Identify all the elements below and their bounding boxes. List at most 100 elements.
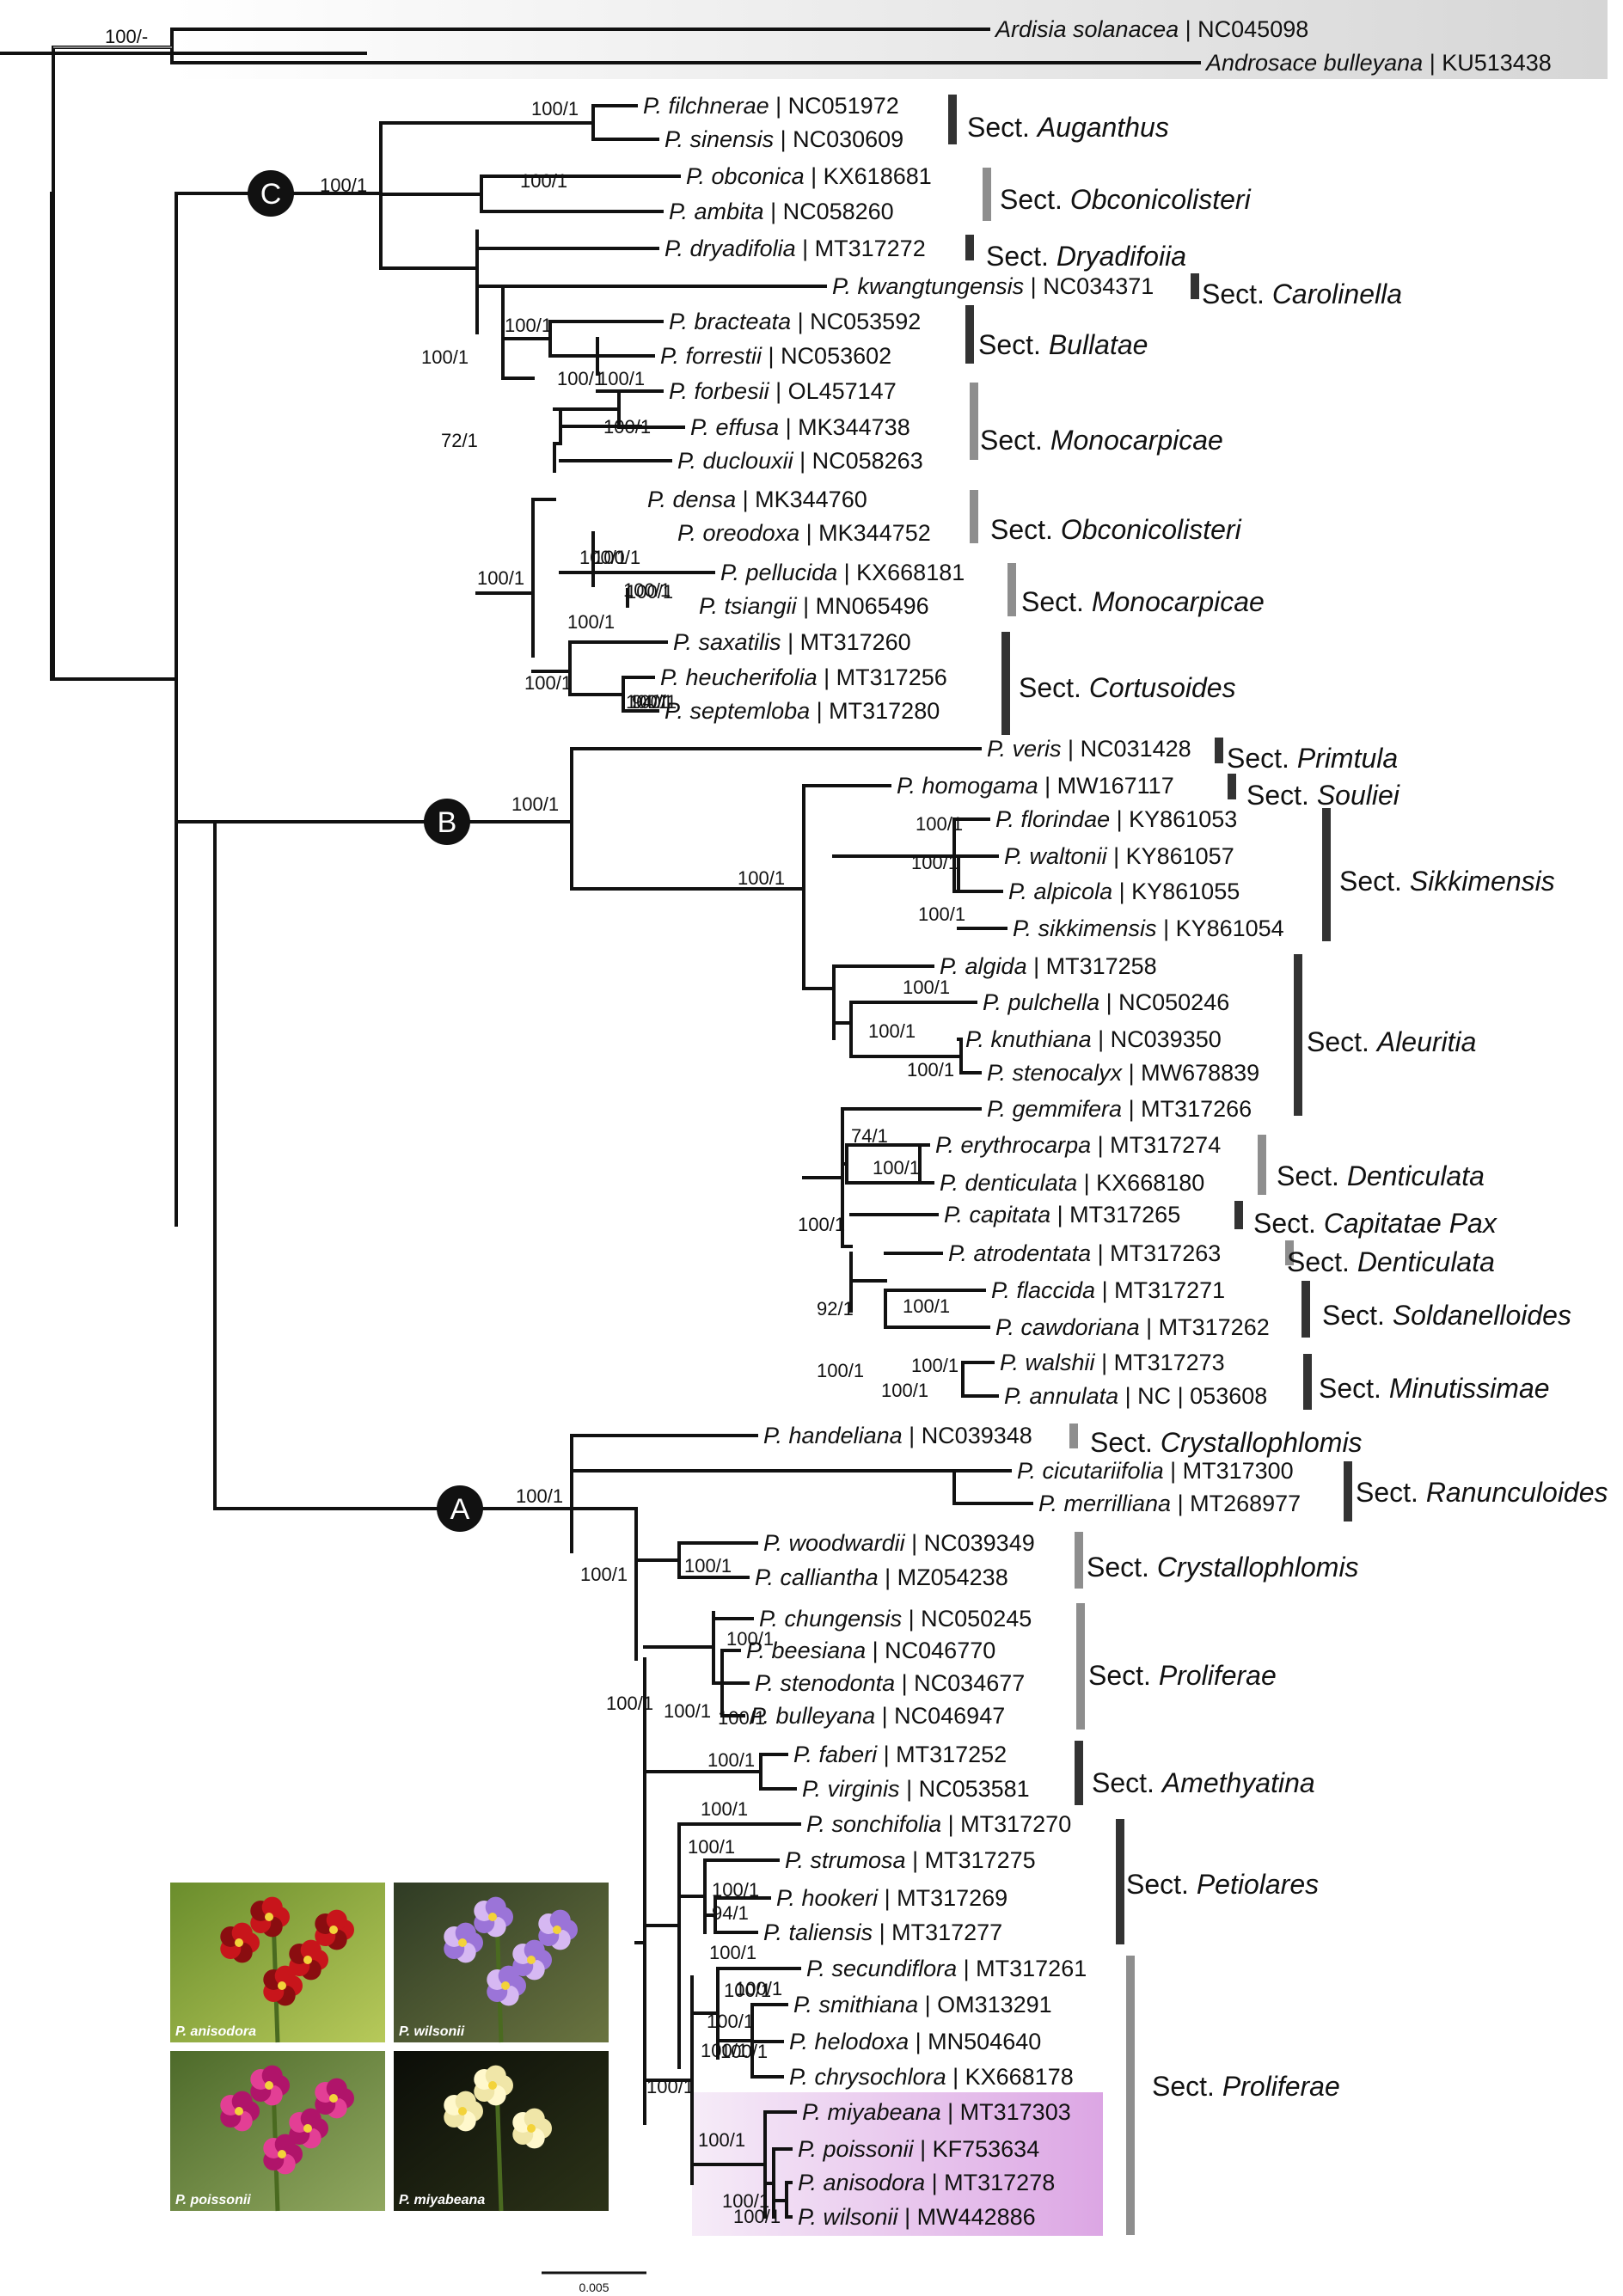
tip-label: P. denticulata | KX668180 — [940, 1170, 1204, 1196]
accession-number: | MT317256 — [818, 664, 947, 690]
section-bar — [983, 168, 991, 221]
section-prefix: Sect. — [1322, 1300, 1393, 1331]
section-prefix: Sect. — [978, 329, 1049, 360]
species-name: P. effusa — [690, 414, 779, 440]
clade-letter: C — [260, 178, 282, 211]
species-name: P. denticulata — [940, 1170, 1077, 1196]
accession-number: | MT317274 — [1091, 1132, 1221, 1158]
species-name: P. septemloba — [665, 698, 810, 724]
tip-label: P. dryadifolia | MT317272 — [665, 236, 926, 261]
clade-letter: A — [450, 1493, 470, 1526]
section-bar — [970, 383, 978, 460]
tip-label: P. filchnerae | NC051972 — [643, 93, 899, 119]
section-label: Sect. Souliei — [1246, 780, 1400, 811]
support-value: 100/1 — [511, 793, 559, 815]
accession-number: | MT317262 — [1140, 1314, 1270, 1340]
accession-number: | KY861054 — [1157, 915, 1284, 941]
section-bar — [1116, 1819, 1124, 1944]
species-name: P. homogama — [897, 773, 1038, 799]
support-value: 100/1 — [698, 2129, 745, 2151]
tip-label: P. oreodoxa | MK344752 — [677, 520, 931, 546]
section-label: Sect. Ranunculoides — [1356, 1477, 1608, 1508]
section-name: Minutissimae — [1389, 1373, 1550, 1404]
tip-label: P. obconica | KX618681 — [686, 163, 932, 189]
section-label: Sect. Crystallophlomis — [1090, 1427, 1363, 1458]
yellow-primula-flower-photo: P. miyabeana — [394, 2051, 609, 2212]
support-value: 94/1 — [712, 1902, 749, 1924]
section-name: Aleuritia — [1375, 1026, 1477, 1057]
section-bar — [1069, 1424, 1078, 1448]
support-value: 100/1 — [911, 1355, 958, 1376]
tip-label: P. florindae | KY861053 — [995, 806, 1237, 832]
support-value: 100/1 — [709, 1942, 756, 1963]
accession-number: | KF753634 — [914, 2136, 1040, 2162]
accession-number: | MT317266 — [1122, 1096, 1252, 1122]
photo-caption: P. anisodora — [175, 2024, 256, 2039]
clade-marker-a — [437, 1485, 483, 1532]
tip-label: P. chrysochlora | KX668178 — [789, 2064, 1074, 2090]
accession-number: | MN065496 — [797, 593, 929, 619]
accession-number: | NC050245 — [902, 1606, 1032, 1632]
section-bar — [1007, 563, 1016, 616]
accession-number: | NC034677 — [895, 1670, 1025, 1696]
accession-number: | KX668181 — [837, 560, 965, 585]
section-name: Monocarpicae — [1092, 586, 1265, 617]
section-name: Soldanelloides — [1393, 1300, 1571, 1331]
species-name: P. secundiflora — [806, 1956, 957, 1981]
section-bar — [965, 305, 974, 364]
support-value: 100/1 — [629, 691, 677, 713]
section-label: Sect. Denticulata — [1287, 1246, 1495, 1277]
accession-number: | MT317277 — [873, 1919, 1002, 1945]
accession-number: | NC050246 — [1099, 989, 1229, 1015]
section-prefix: Sect. — [1287, 1246, 1357, 1277]
tip-label: P. gemmifera | MT317266 — [987, 1096, 1252, 1122]
section-prefix: Sect. — [986, 241, 1056, 272]
species-name: P. algida — [940, 953, 1027, 979]
accession-number: | OM313291 — [918, 1992, 1052, 2017]
section-name: Carolinella — [1272, 279, 1402, 309]
support-value: 100/1 — [580, 1564, 628, 1585]
tip-label: P. bracteata | NC053592 — [669, 309, 921, 334]
support-value: 100/1 — [881, 1380, 928, 1401]
support-value: 100/1 — [557, 368, 604, 389]
support-value: 100/1 — [718, 1707, 765, 1729]
section-bar — [970, 490, 978, 543]
tip-label: P. stenodonta | NC034677 — [755, 1670, 1025, 1696]
support-value: 100/1 — [421, 346, 469, 368]
accession-number: | OL457147 — [769, 378, 897, 404]
accession-number: | NC051972 — [769, 93, 899, 119]
section-name: Crystallophlomis — [1157, 1552, 1359, 1583]
species-name: P. flaccida — [991, 1277, 1095, 1303]
species-name: P. sinensis — [665, 126, 774, 152]
support-value: 100/1 — [707, 2011, 754, 2032]
section-label: Sect. Monocarpicae — [980, 425, 1223, 456]
section-bar — [1344, 1461, 1352, 1521]
species-name: P. florindae — [995, 806, 1110, 832]
section-bar — [1076, 1603, 1085, 1730]
tip-label: P. forbesii | OL457147 — [669, 378, 897, 404]
accession-number: | MT317272 — [796, 236, 926, 261]
species-name: P. helodoxa — [789, 2029, 909, 2054]
accession-number: | MW442886 — [898, 2204, 1036, 2230]
species-name: P. handeliana — [763, 1423, 903, 1448]
species-name: P. erythrocarpa — [935, 1132, 1091, 1158]
section-bar — [1191, 273, 1199, 299]
tip-label: P. virginis | NC053581 — [802, 1776, 1030, 1802]
section-name: Sikkimensis — [1410, 866, 1555, 897]
section-prefix: Sect. — [1092, 1767, 1162, 1798]
accession-number: | NC058260 — [764, 199, 894, 224]
section-prefix: Sect. — [980, 425, 1050, 456]
scale-bar: 0.005 — [542, 2271, 646, 2294]
accession-number: | KY861057 — [1107, 843, 1234, 869]
species-name: P. alpicola — [1008, 879, 1112, 904]
support-value: 100/1 — [623, 579, 671, 601]
section-prefix: Sect. — [1307, 1026, 1377, 1057]
species-name: P. walshii — [1000, 1350, 1096, 1375]
section-label: Sect. Petiolares — [1126, 1869, 1319, 1900]
species-name: P. annulata — [1004, 1383, 1118, 1409]
support-value: 100/1 — [707, 1749, 755, 1771]
tip-label: Ardisia solanacea | NC045098 — [994, 16, 1308, 42]
accession-number: | MZ054238 — [879, 1564, 1008, 1590]
accession-number: | MW167117 — [1038, 773, 1174, 799]
support-value: 100/1 — [684, 1555, 732, 1577]
